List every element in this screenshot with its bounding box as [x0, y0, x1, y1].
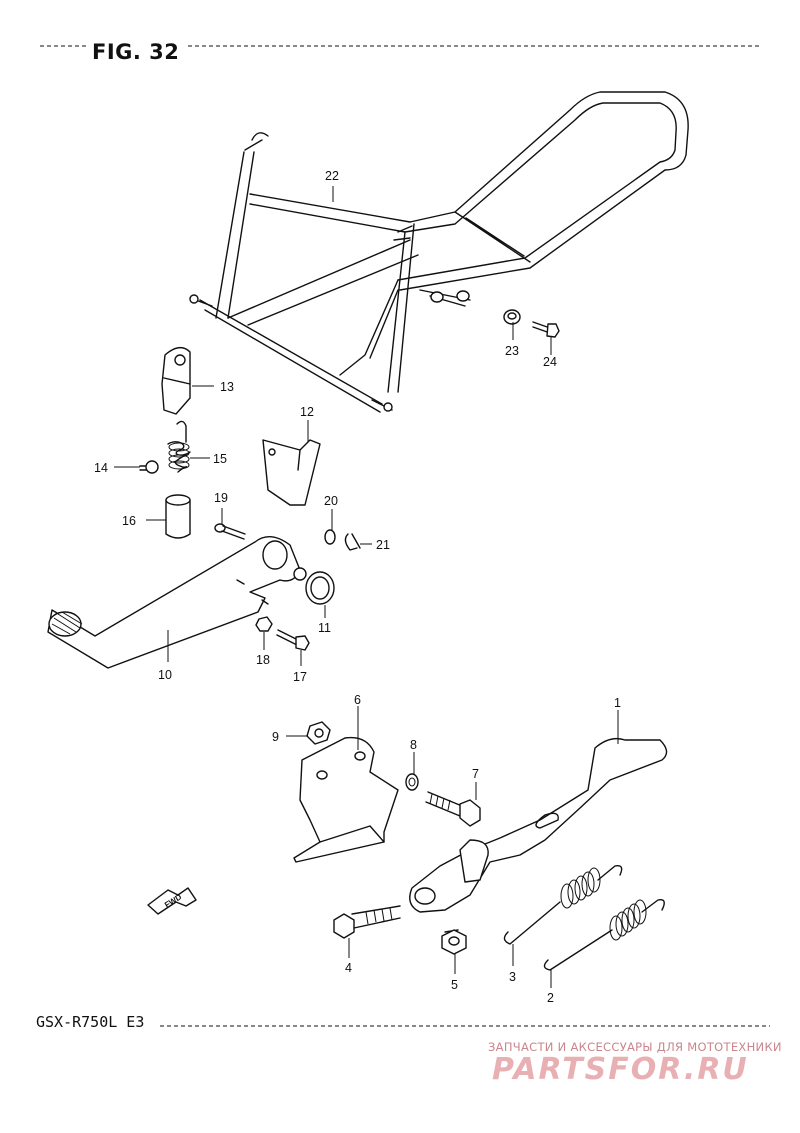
callout-17: 17 [293, 670, 307, 684]
callout-19: 19 [214, 491, 228, 505]
part-20-washer [324, 529, 336, 545]
callout-9: 9 [272, 730, 279, 744]
callout-23: 23 [505, 344, 519, 358]
part-7-bolt [425, 791, 481, 827]
part-11-washer [305, 571, 335, 605]
callout-5: 5 [451, 978, 458, 992]
callout-12: 12 [300, 405, 314, 419]
part-8-washer [405, 773, 419, 791]
part-1-side-stand [409, 737, 668, 933]
stand-frame [189, 91, 689, 413]
callout-18: 18 [256, 653, 270, 667]
part-17-bolt [276, 629, 310, 651]
part-6-stand-bracket [293, 736, 399, 863]
figure-title: FIG. 32 [92, 40, 180, 64]
part-19-bolt [214, 523, 246, 540]
callout-20: 20 [324, 494, 338, 508]
part-3-spring [503, 865, 623, 945]
callout-2: 2 [547, 991, 554, 1005]
watermark-logo: PARTSFOR.RU [492, 1052, 749, 1087]
callout-24: 24 [543, 355, 557, 369]
part-15-spring [167, 420, 191, 473]
callout-6: 6 [354, 693, 361, 707]
part-10-brake-pedal [47, 536, 307, 669]
watermark-tagline: ЗАПЧАСТИ И АКСЕССУАРЫ ДЛЯ МОТОТЕХНИКИ [488, 1040, 782, 1054]
part-4-bolt [333, 905, 401, 939]
part-14-screw [139, 460, 159, 474]
part-12-guard [262, 439, 321, 506]
part-23-collar [503, 309, 521, 325]
part-21-cotter-pin [344, 533, 361, 551]
callout-10: 10 [158, 668, 172, 682]
part-5-nut [441, 929, 467, 955]
fwd-arrow-icon: FWD [147, 887, 197, 915]
callout-21: 21 [376, 538, 390, 552]
leader-lines [114, 186, 619, 988]
callout-7: 7 [472, 767, 479, 781]
part-24-bolt [532, 321, 560, 338]
callout-16: 16 [122, 514, 136, 528]
part-9-nut [306, 721, 331, 745]
callout-labels: 22 13 12 14 15 16 19 20 21 11 10 18 17 6… [94, 169, 621, 1005]
callout-15: 15 [213, 452, 227, 466]
callout-3: 3 [509, 970, 516, 984]
part-18-nut [255, 616, 273, 632]
part-2-spring [543, 899, 665, 971]
part-13-bracket [161, 347, 191, 415]
callout-13: 13 [220, 380, 234, 394]
model-code: GSX-R750L E3 [36, 1013, 145, 1031]
callout-14: 14 [94, 461, 108, 475]
callout-4: 4 [345, 961, 352, 975]
callout-22: 22 [325, 169, 339, 183]
callout-8: 8 [410, 738, 417, 752]
callout-11: 11 [318, 621, 331, 635]
part-16-bushing [165, 494, 191, 539]
callout-1: 1 [614, 696, 621, 710]
